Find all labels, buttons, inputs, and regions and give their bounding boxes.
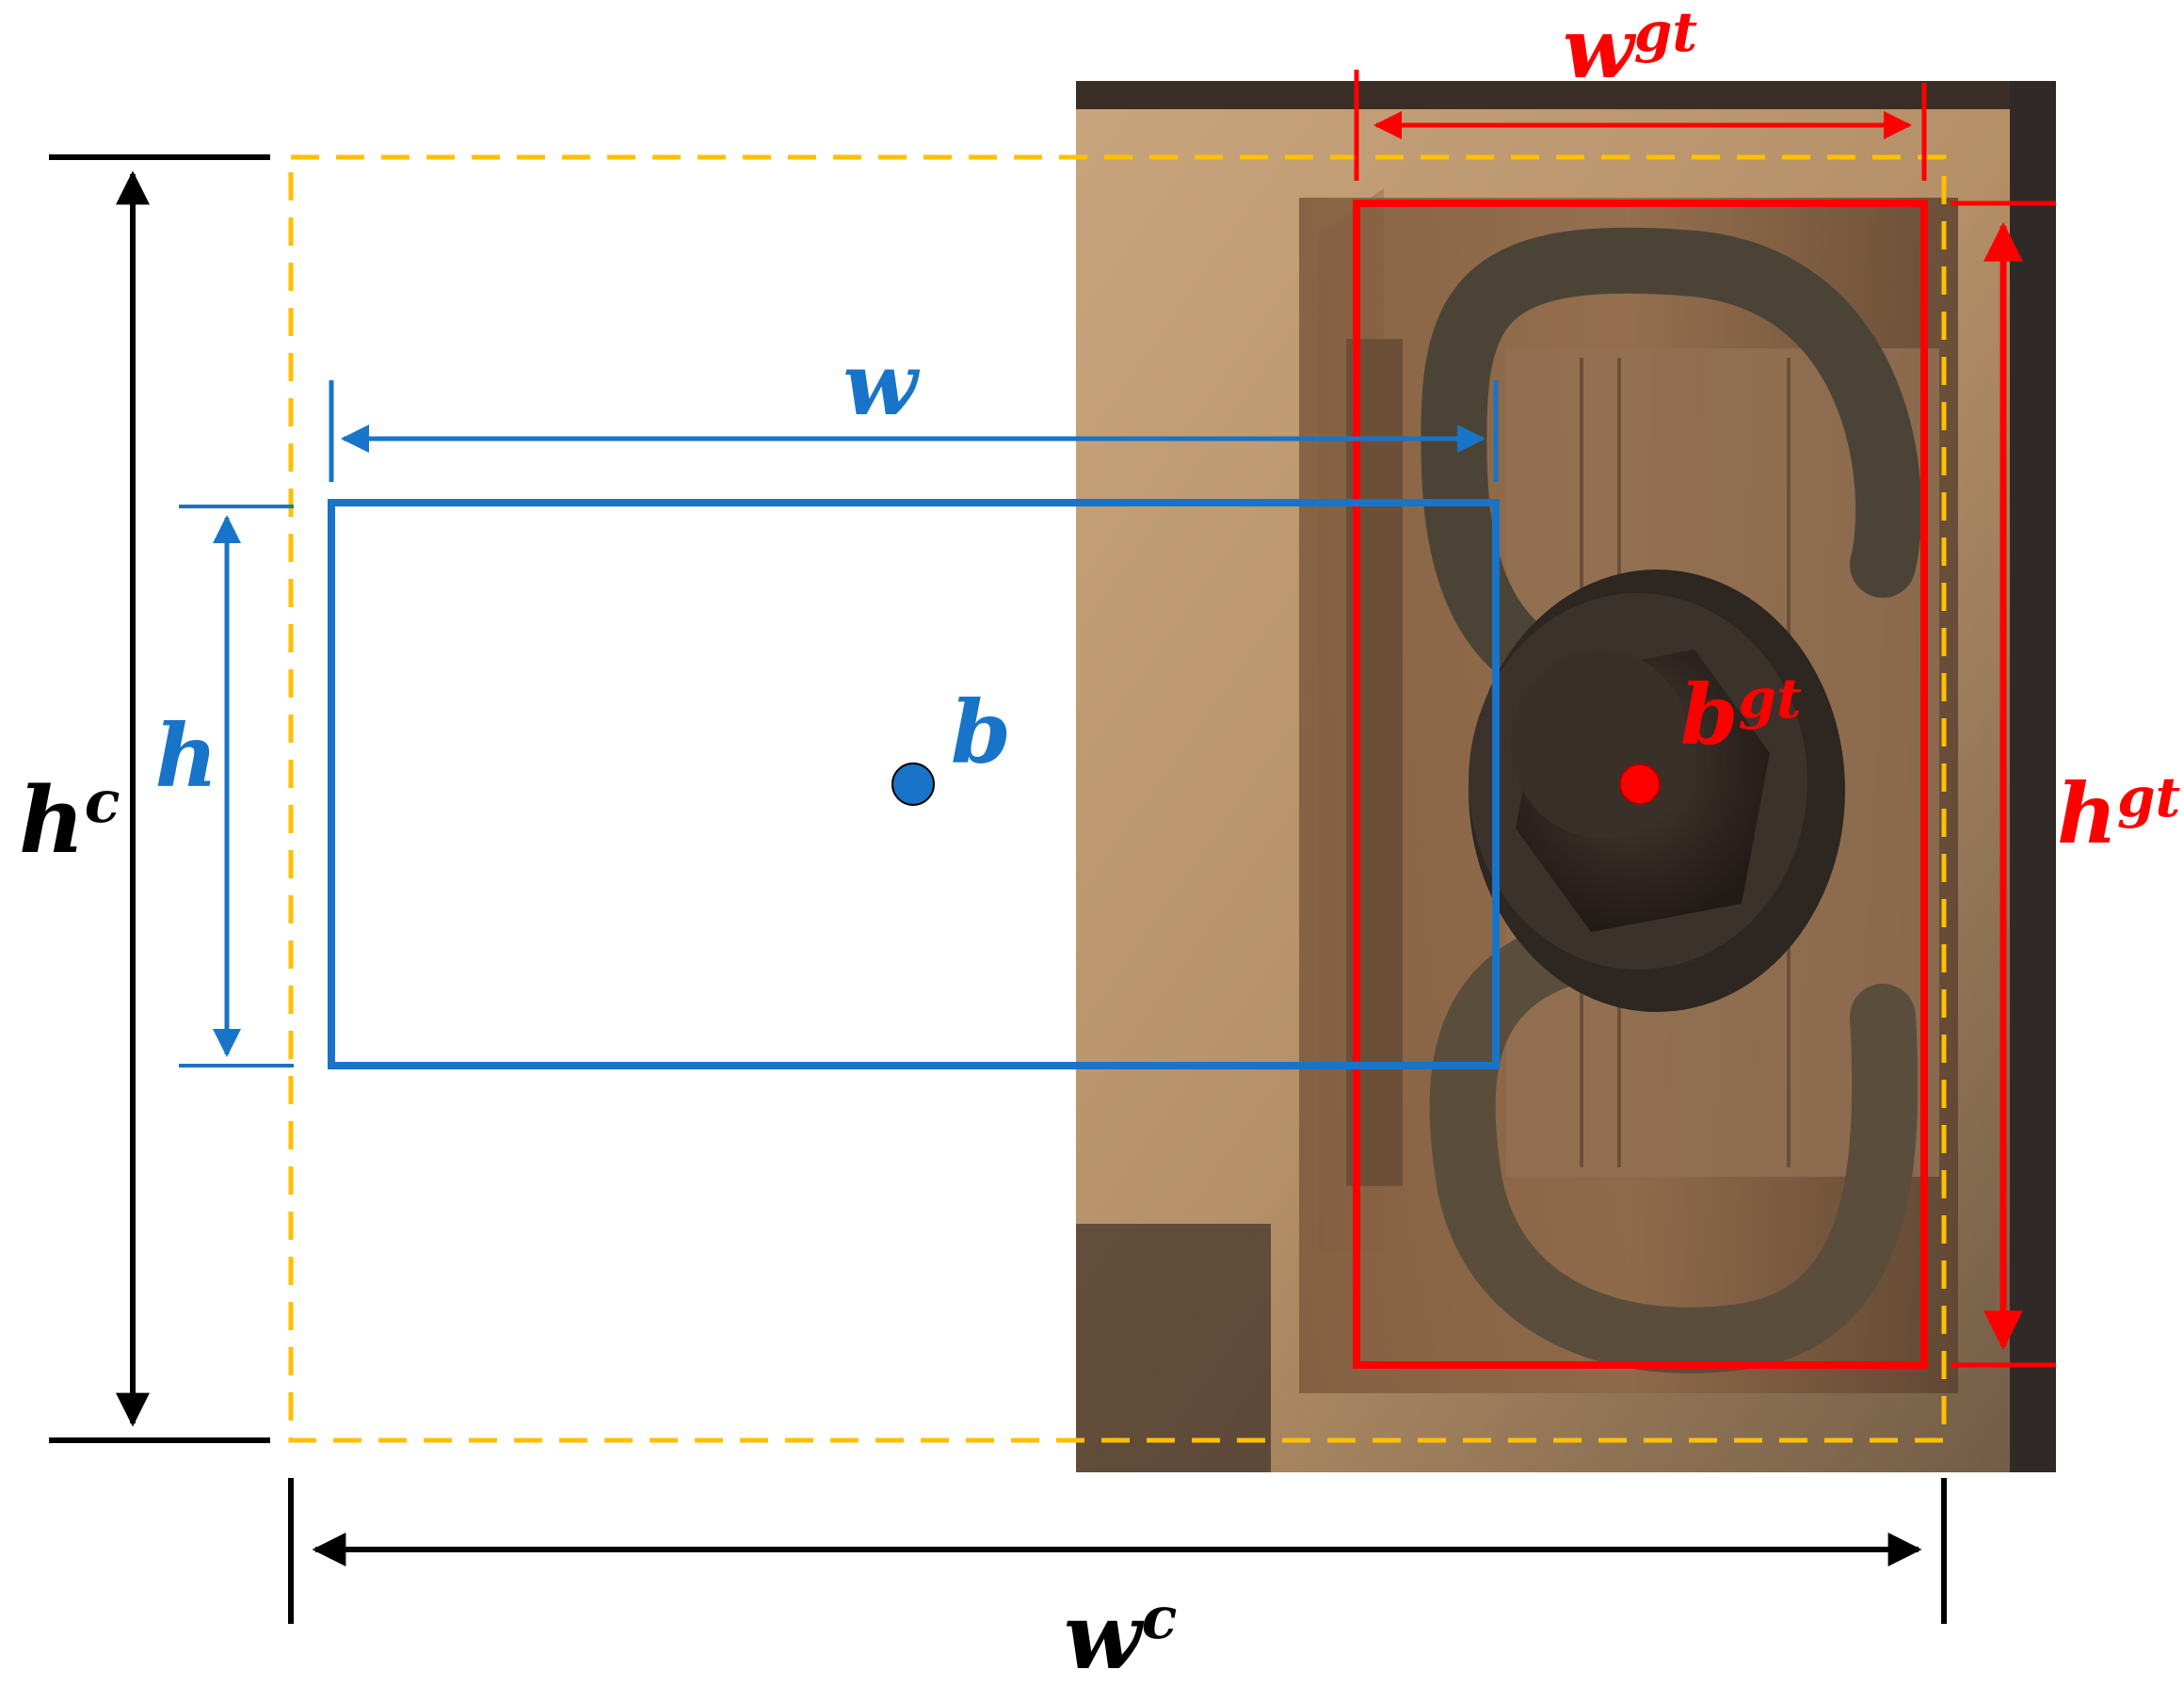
rail-fastener-photo <box>1076 81 2056 1472</box>
label-wc: wc <box>1064 1583 1177 1686</box>
enclosing-box <box>288 154 1947 1443</box>
label-bgt: bgt <box>1680 666 1802 763</box>
wgt-dimension <box>1354 70 1927 181</box>
wc-dimension <box>288 1478 1947 1624</box>
hgt-dimension <box>1951 201 2056 1368</box>
label-wgt: wgt <box>1563 0 1697 97</box>
label-hc: hc <box>19 767 120 874</box>
hc-dimension <box>49 154 270 1443</box>
label-h: h <box>155 705 218 807</box>
label-b: b <box>951 682 1011 783</box>
ground-truth-center-point <box>1619 763 1661 805</box>
predicted-box <box>328 499 1500 1069</box>
w-dimension <box>329 380 1499 482</box>
predicted-center-point <box>891 763 935 806</box>
label-w: w <box>843 333 920 435</box>
ground-truth-box <box>1353 200 1928 1369</box>
label-hgt: hgt <box>2057 764 2181 862</box>
h-dimension <box>179 505 294 1068</box>
